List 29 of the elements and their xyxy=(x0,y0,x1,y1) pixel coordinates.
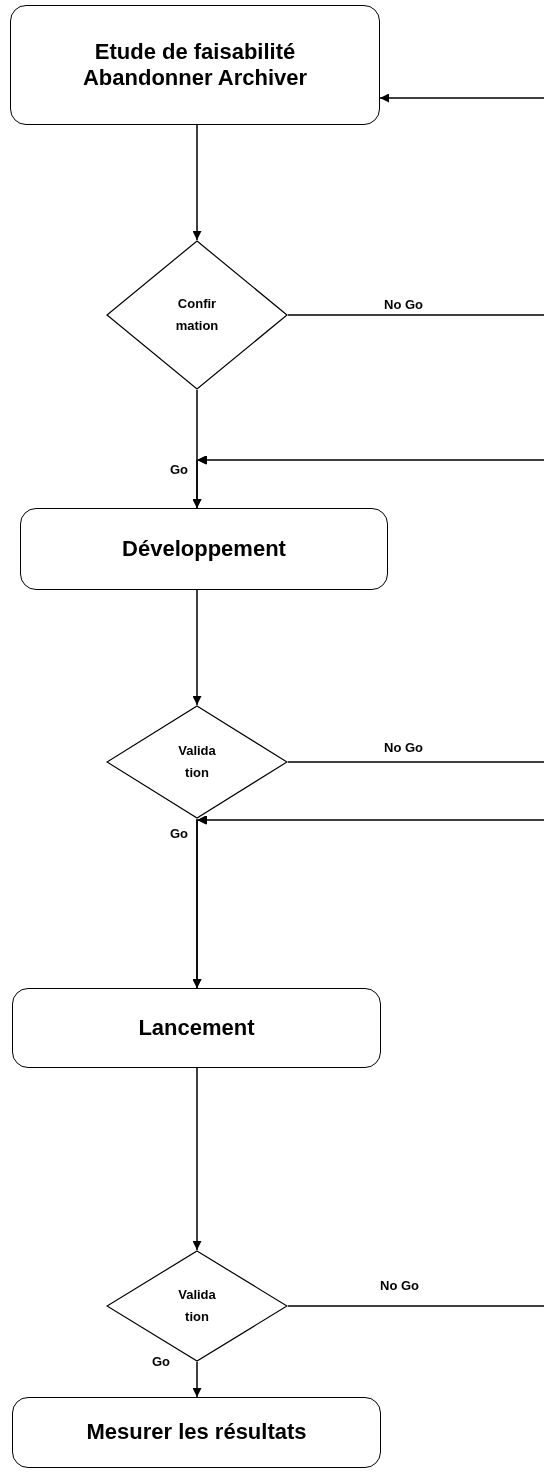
arrow xyxy=(193,816,544,989)
decision-diamond xyxy=(106,240,288,390)
process-box xyxy=(12,1397,381,1468)
arrow xyxy=(192,1067,202,1251)
decision-label: Valida tion xyxy=(177,741,217,782)
arrow xyxy=(192,1361,202,1398)
connector-line xyxy=(287,314,544,316)
decision-diamond xyxy=(106,705,288,819)
connector-line xyxy=(287,761,544,763)
process-label: Etude de faisabilité Abandonner Archiver xyxy=(81,38,309,92)
edge-label: No Go xyxy=(382,740,425,755)
process-box xyxy=(10,5,380,125)
arrow xyxy=(192,589,202,706)
connector-line xyxy=(287,1305,544,1307)
arrow xyxy=(379,93,544,103)
arrow xyxy=(193,456,544,509)
arrow xyxy=(192,124,202,241)
edge-label: No Go xyxy=(378,1278,421,1293)
decision-label: Valida tion xyxy=(177,1285,217,1326)
edge-label: No Go xyxy=(382,297,425,312)
process-box xyxy=(12,988,381,1068)
edge-label: Go xyxy=(150,1354,173,1369)
process-label: Mesurer les résultats xyxy=(86,1419,307,1446)
process-label: Lancement xyxy=(138,1014,255,1042)
edge-label: Go xyxy=(168,462,191,477)
decision-label: Confir mation xyxy=(174,294,220,335)
process-box xyxy=(20,508,388,590)
edge-label: Go xyxy=(168,826,191,841)
process-label: Développement xyxy=(122,535,286,563)
